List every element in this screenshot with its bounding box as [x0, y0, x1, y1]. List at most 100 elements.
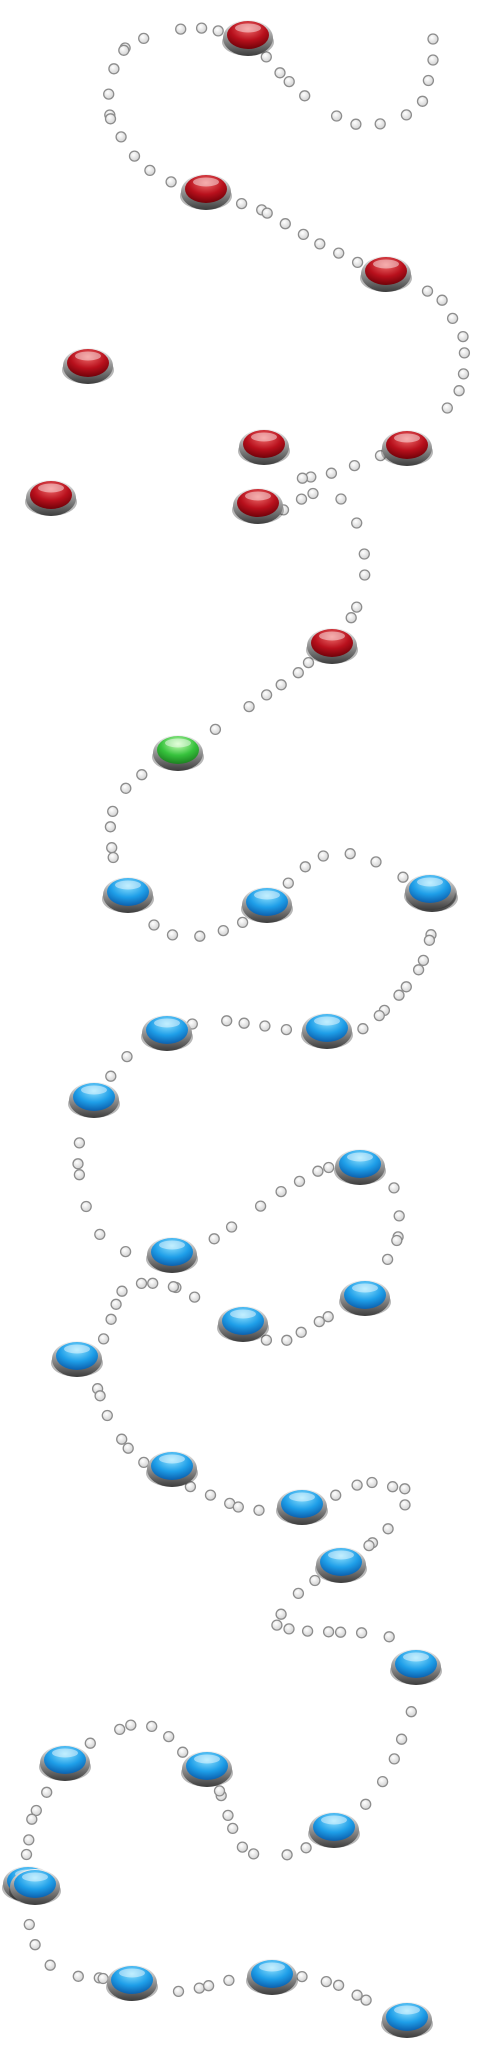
path-dot [104, 821, 117, 833]
locked-level-button[interactable] [381, 2002, 433, 2038]
path-dot [366, 1476, 378, 1489]
path-dot [457, 368, 470, 380]
locked-level-button[interactable] [315, 1547, 367, 1583]
button-highlight [251, 432, 277, 442]
completed-level-button[interactable] [232, 488, 284, 524]
locked-level-button[interactable] [39, 1745, 91, 1781]
path-dot [202, 1980, 215, 1992]
completed-level-button[interactable] [360, 256, 412, 292]
path-dot [393, 1210, 405, 1222]
locked-level-button[interactable] [146, 1237, 198, 1273]
path-dot [260, 689, 273, 701]
path-dot [223, 1974, 235, 1987]
locked-level-button[interactable] [181, 1751, 233, 1787]
button-cap [386, 431, 428, 459]
path-dot [167, 1281, 180, 1293]
button-cap [409, 875, 451, 903]
locked-level-button[interactable] [404, 874, 456, 910]
path-dot [335, 493, 347, 505]
path-dot [275, 679, 287, 691]
completed-level-button[interactable] [222, 20, 274, 56]
locked-level-button[interactable] [246, 1959, 298, 1995]
path-dot [175, 23, 187, 35]
path-dot [138, 32, 150, 45]
locked-level-button[interactable] [390, 1649, 442, 1685]
path-dot [351, 1989, 363, 2001]
button-cap [281, 1490, 323, 1518]
button-highlight [394, 2005, 420, 2015]
completed-level-button[interactable] [306, 628, 358, 664]
locked-level-button[interactable] [146, 1451, 198, 1487]
path-dot [165, 176, 177, 188]
path-dot [260, 1334, 273, 1346]
path-dot [194, 930, 206, 942]
button-highlight [165, 738, 191, 748]
path-dot [279, 218, 291, 230]
locked-level-button[interactable] [68, 1082, 120, 1118]
path-dot [332, 1979, 345, 1991]
path-dot [254, 1200, 267, 1212]
path-dot [136, 769, 148, 781]
completed-level-button[interactable] [180, 174, 232, 210]
button-cap [44, 1746, 86, 1774]
button-highlight [38, 483, 64, 493]
path-dot [330, 110, 343, 122]
locked-level-button[interactable] [308, 1812, 360, 1848]
button-highlight [259, 1962, 285, 1972]
locked-level-button[interactable] [276, 1489, 328, 1525]
path-dot [166, 929, 179, 941]
locked-level-button[interactable] [241, 887, 293, 923]
path-dot [26, 1813, 38, 1825]
button-highlight [230, 1309, 256, 1319]
path-dot [457, 330, 469, 343]
locked-level-button[interactable] [102, 877, 154, 913]
path-dot [121, 1050, 133, 1063]
path-dot [345, 612, 357, 624]
path-dot [105, 1313, 117, 1325]
locked-level-button[interactable] [106, 1965, 158, 2001]
path-dot [280, 1023, 293, 1036]
path-dot [293, 1175, 306, 1188]
completed-level-button[interactable] [62, 348, 114, 384]
completed-level-button[interactable] [25, 480, 77, 516]
path-dot [119, 1245, 132, 1258]
path-dot [427, 33, 439, 45]
path-dot [94, 1390, 106, 1402]
path-dot [330, 1489, 342, 1501]
path-dot [400, 109, 413, 121]
button-cap [246, 888, 288, 916]
locked-level-button[interactable] [141, 1015, 193, 1051]
completed-level-button[interactable] [381, 430, 433, 466]
path-dot [441, 402, 453, 414]
path-dot [23, 1834, 35, 1846]
path-dot [388, 1753, 400, 1765]
completed-level-button[interactable] [238, 429, 290, 465]
path-dot [382, 1523, 394, 1535]
path-dot [184, 1480, 197, 1493]
path-dot [421, 285, 434, 297]
button-cap [73, 1083, 115, 1111]
path-dot [232, 1501, 244, 1513]
locked-level-button[interactable] [51, 1341, 103, 1377]
locked-level-button[interactable] [334, 1149, 386, 1185]
path-dot [307, 487, 319, 500]
path-dot [412, 964, 425, 976]
locked-level-button[interactable] [301, 1013, 353, 1049]
button-highlight [417, 877, 443, 887]
button-highlight [235, 23, 261, 33]
path-dot [261, 207, 273, 219]
locked-level-button[interactable] [9, 1869, 61, 1905]
path-dot [97, 1972, 109, 1985]
path-dot [274, 67, 286, 79]
locked-level-button[interactable] [339, 1280, 391, 1316]
path-dot [405, 1706, 417, 1718]
button-cap [365, 257, 407, 285]
path-dot [322, 1311, 334, 1323]
path-dot [323, 1161, 335, 1174]
locked-level-button[interactable] [217, 1306, 269, 1342]
path-dot [94, 1228, 106, 1241]
path-dot [195, 22, 208, 34]
path-dot [299, 90, 311, 102]
path-dot [116, 1285, 128, 1297]
current-level-button[interactable] [152, 735, 204, 771]
